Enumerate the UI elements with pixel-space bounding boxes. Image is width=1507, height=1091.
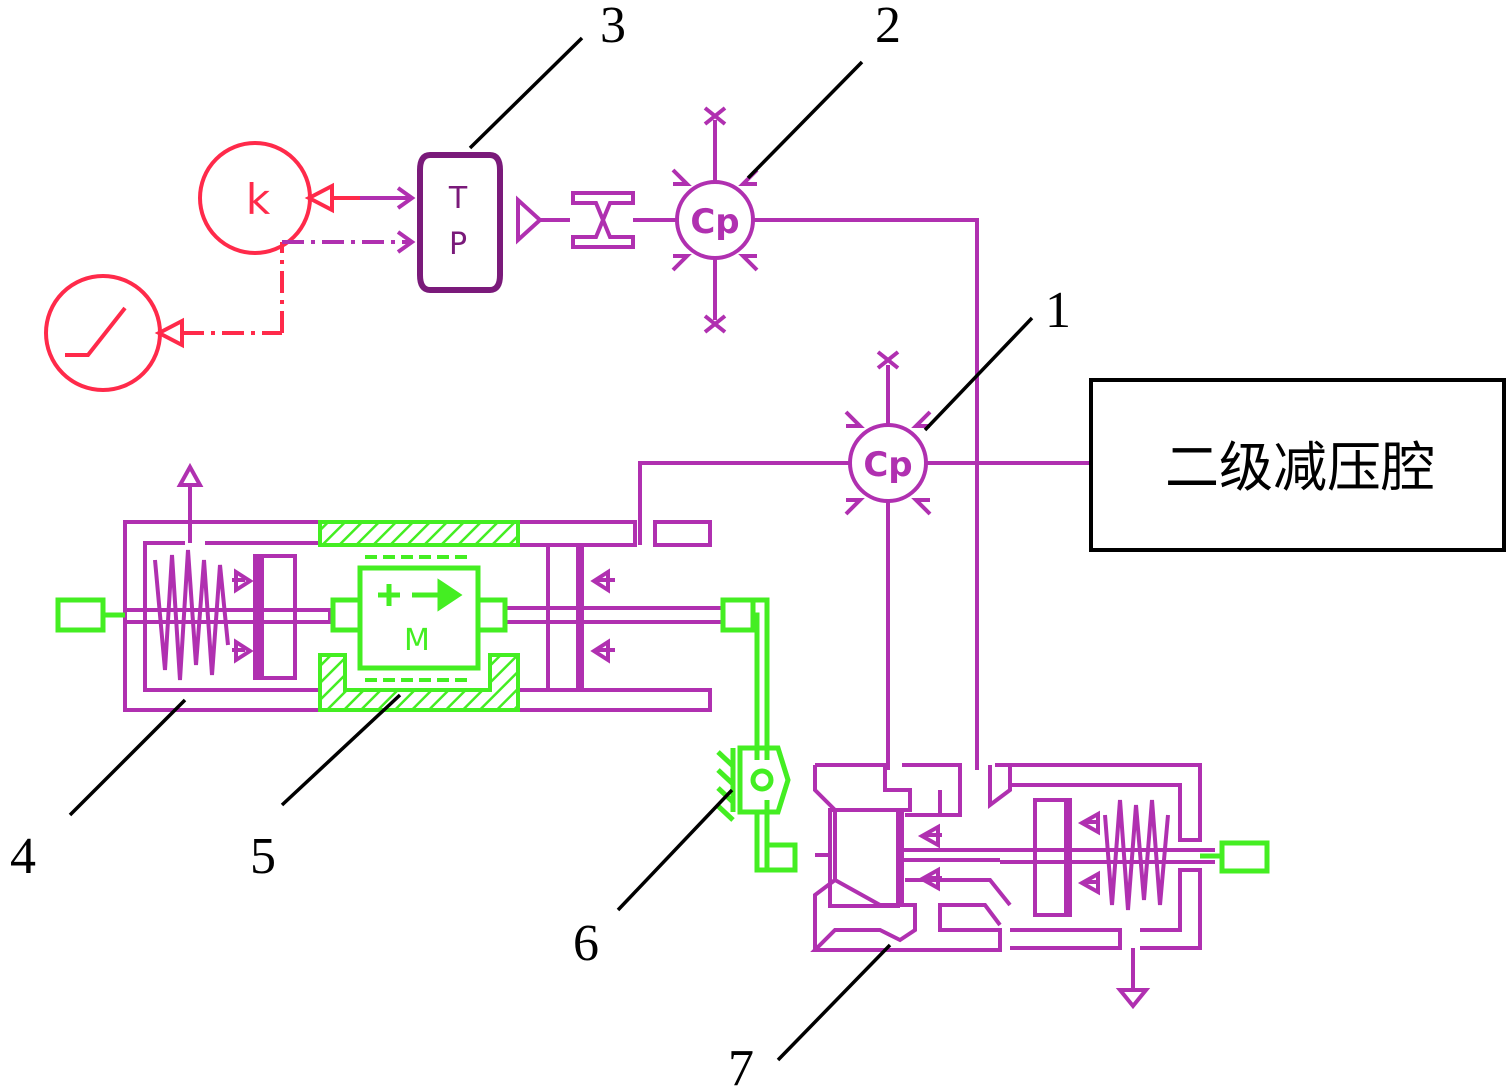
motor-block [330,565,508,671]
signal-lines [282,186,416,254]
leader-lines [68,36,1034,1062]
label-2: 2 [875,0,901,54]
label-7: 7 [728,1040,754,1091]
orifice-valve [516,191,678,249]
cp-symbol-1: Cp [863,445,912,485]
secondary-chamber-label: 二级减压腔 [1165,436,1435,499]
label-1: 1 [1045,282,1071,339]
secondary-chamber-box [1089,378,1506,552]
label-4: 4 [10,828,36,885]
valve-body [810,763,1215,1010]
right-section-cylinder [503,520,725,712]
mechanical-linkage [716,597,798,873]
right-mechanical-terminal [1200,840,1270,874]
label-6: 6 [573,915,599,972]
motor-housing [318,520,520,712]
cp-chamber-1 [638,350,1090,770]
source-symbol-bottom: P [449,227,467,262]
cp-symbol-2: Cp [690,202,739,242]
gain-block [198,141,360,255]
cp-chamber-2 [671,106,979,770]
motor-symbol: M [404,623,430,658]
left-actuator-cylinder [123,462,332,712]
ramp-signal-block [44,242,284,392]
label-3: 3 [600,0,626,54]
left-mechanical-terminal [55,597,125,633]
source-symbol-top: T [448,181,468,216]
label-5: 5 [250,828,276,885]
pressure-source [417,152,503,293]
gain-symbol: k [246,175,271,224]
